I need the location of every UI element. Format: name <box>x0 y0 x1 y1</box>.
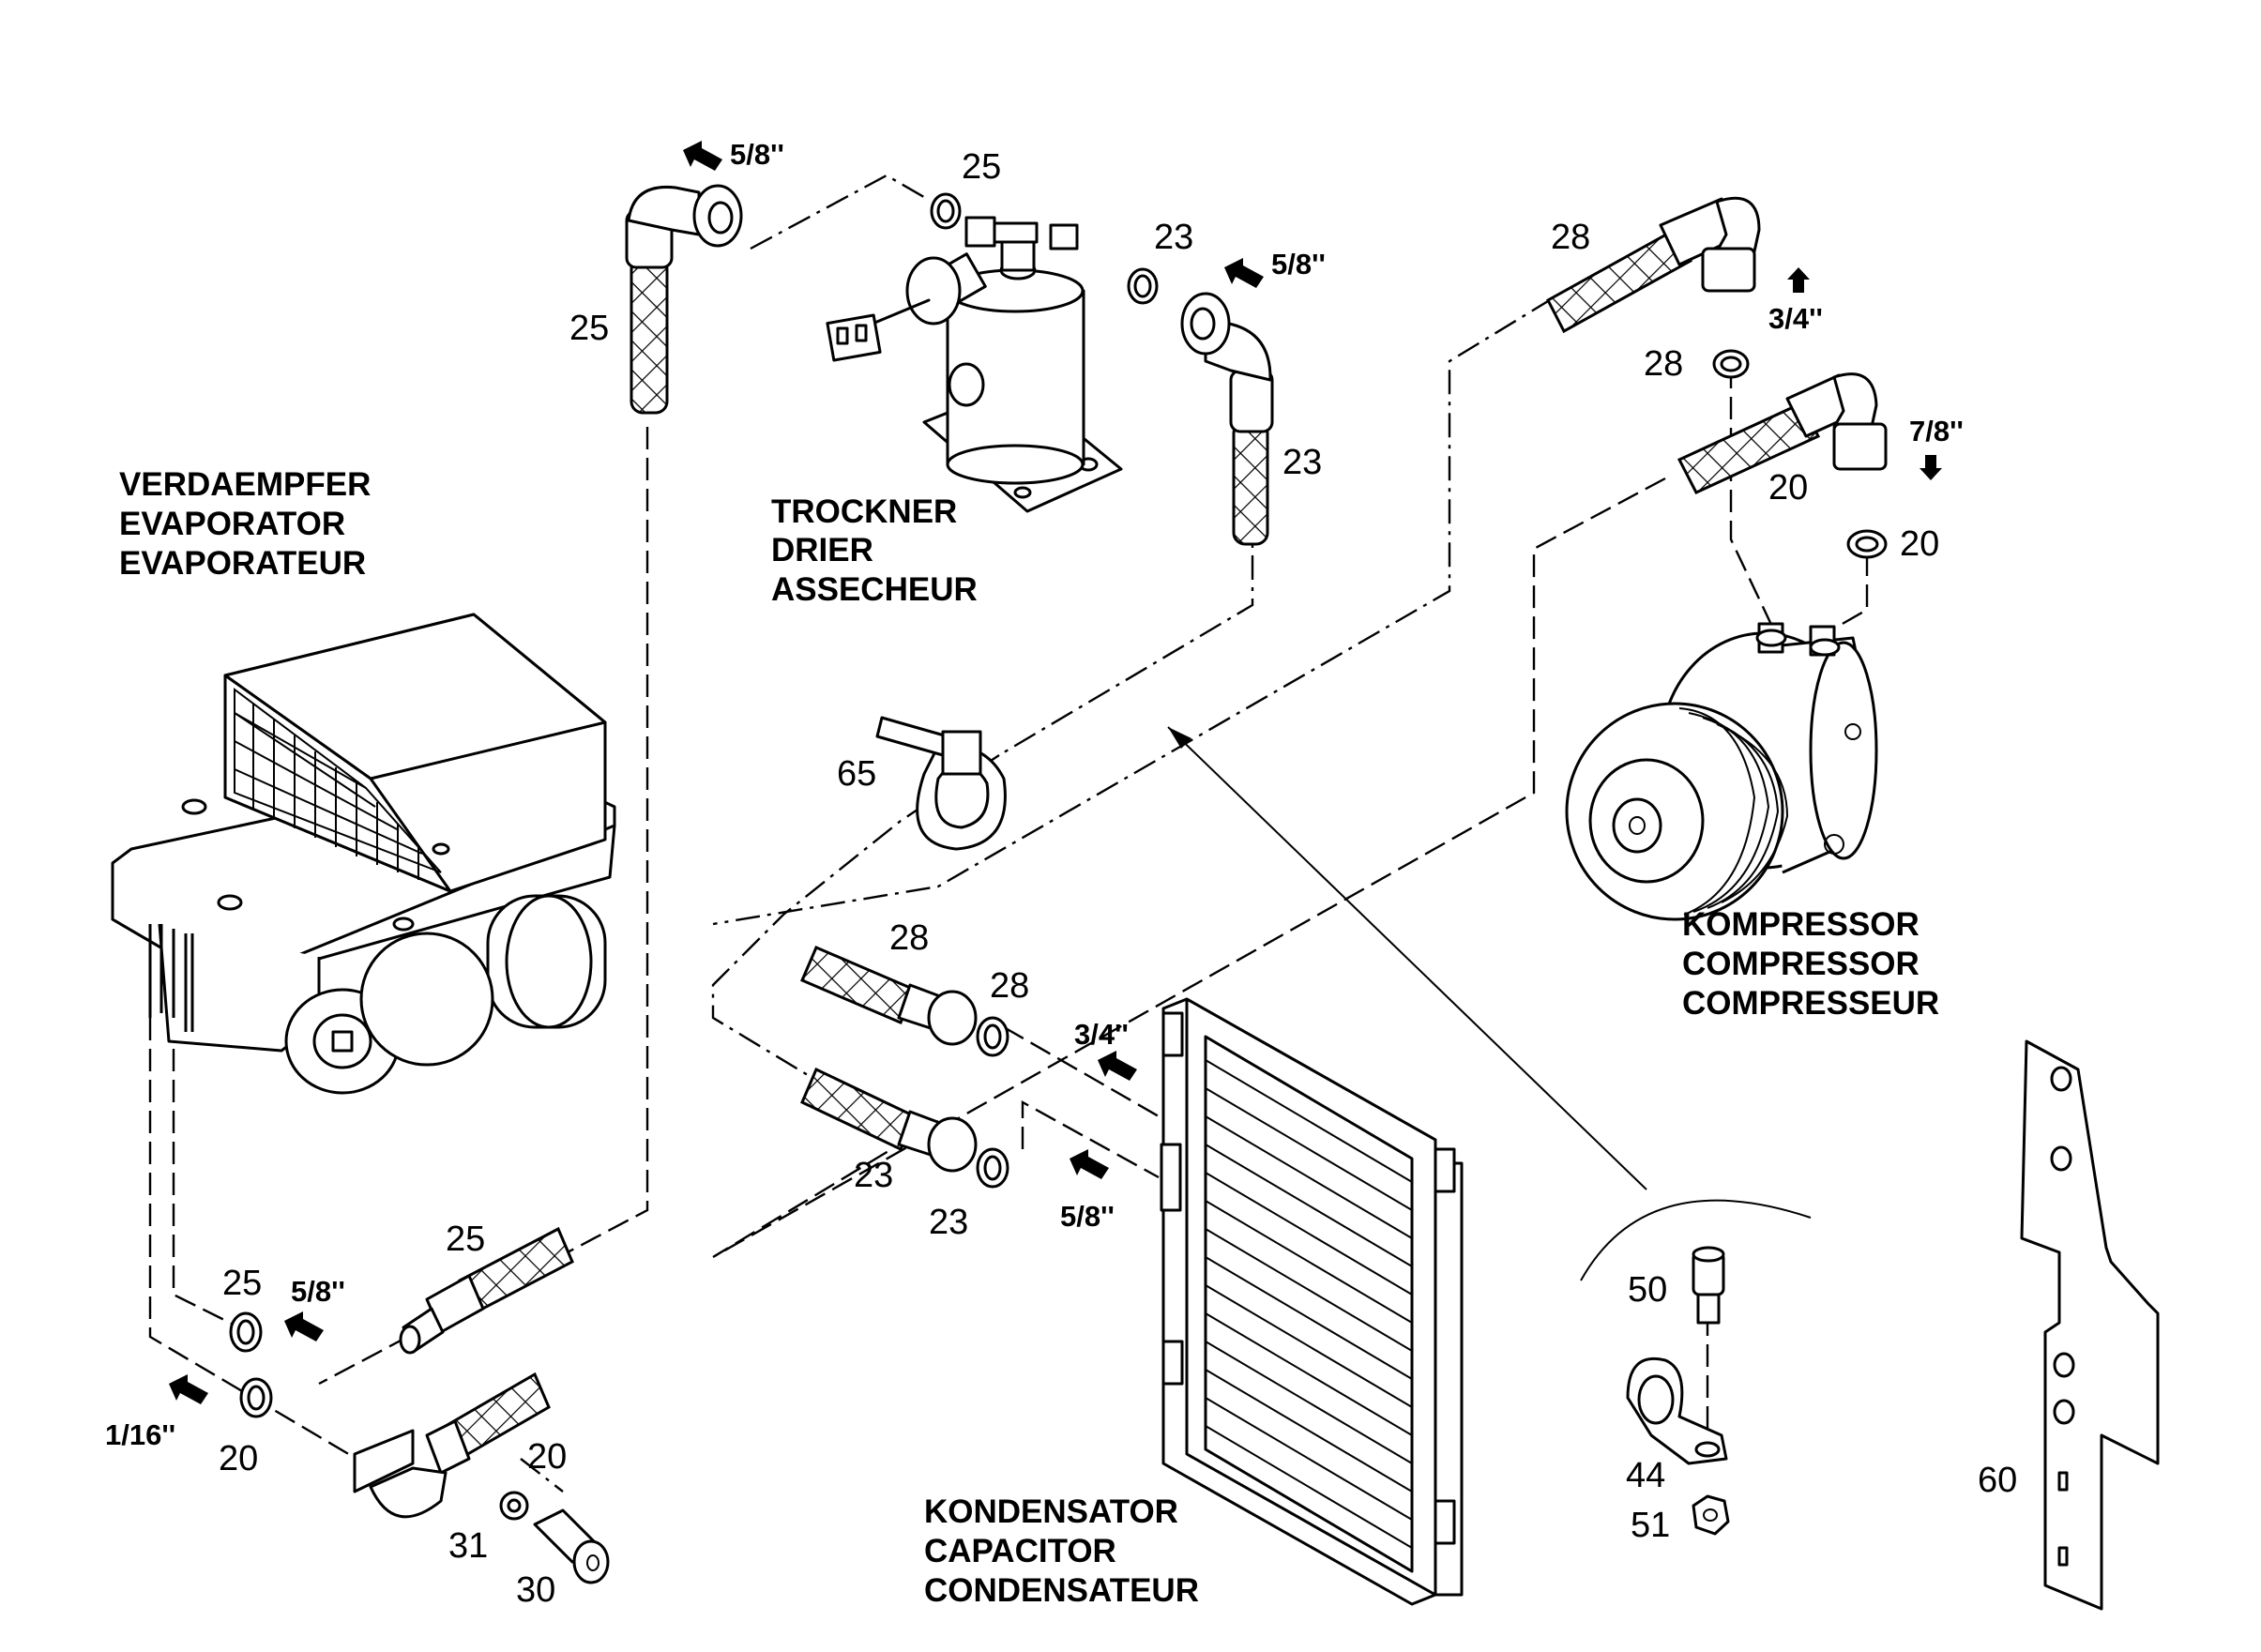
mounting-hardware <box>1626 1246 1730 1536</box>
part-number-label: 28 <box>1551 218 1590 257</box>
compressor-unit <box>1565 622 1878 921</box>
hose-25-top <box>625 184 743 415</box>
fitting-size-label: 7/8'' <box>1909 415 1964 447</box>
part-number-label: 28 <box>1644 344 1683 384</box>
hose-23-top <box>1180 292 1274 546</box>
pointer-arrow <box>1167 726 1812 1281</box>
part-number-label: 25 <box>446 1220 485 1259</box>
compressor-title: KOMPRESSOR COMPRESSOR COMPRESSEUR <box>1682 906 1939 1022</box>
fitting-size-label: 3/4'' <box>1768 302 1823 335</box>
evaporator-title-fr: EVAPORATEUR <box>119 545 366 582</box>
part-number-label: 20 <box>219 1439 258 1478</box>
part-number-label: 28 <box>889 918 929 958</box>
hose-25-bottom <box>399 1226 574 1355</box>
part-number-label: 25 <box>569 309 609 348</box>
part-number-label: 23 <box>929 1203 968 1242</box>
part-number-label: 23 <box>1282 443 1322 482</box>
part-number-label: 28 <box>990 966 1029 1006</box>
arrow-icon <box>1920 455 1942 480</box>
condenser-title-fr: CONDENSATEUR <box>924 1572 1199 1609</box>
condenser-title-en: CAPACITOR <box>924 1533 1116 1569</box>
compressor-title-de: KOMPRESSOR <box>1682 906 1920 943</box>
part-number-label: 20 <box>527 1437 567 1477</box>
fitting-size-label: 3/4'' <box>1074 1018 1129 1051</box>
part-number-label: 30 <box>516 1570 555 1610</box>
fitting-size-label: 1/16'' <box>105 1418 175 1451</box>
part-number-label: 60 <box>1978 1461 2017 1500</box>
fitting-size-labels: 5/8'' 5/8'' 3/4'' 7/8'' 3/4'' 5/8'' 5/8'… <box>105 138 1964 1451</box>
o-rings <box>229 192 1888 1418</box>
part-number-label: 20 <box>1900 524 1939 564</box>
part-number-label: 51 <box>1631 1506 1670 1545</box>
hose-28-mid <box>800 946 978 1046</box>
arrow-icon <box>1224 258 1264 288</box>
bolt-30-and-washer-31 <box>499 1491 610 1584</box>
mounting-plate-60 <box>2020 1039 2160 1611</box>
size-arrows <box>169 141 1942 1404</box>
part-number-label: 20 <box>1768 468 1808 508</box>
condenser-title-de: KONDENSATOR <box>924 1493 1178 1530</box>
fitting-size-label: 5/8'' <box>730 138 784 171</box>
part-number-label: 65 <box>837 754 876 794</box>
part-number-label: 31 <box>448 1526 488 1566</box>
clip-65 <box>875 716 1007 851</box>
arrow-icon <box>683 141 722 171</box>
condenser-unit <box>1160 997 1464 1606</box>
part-numbers: 25 25 23 23 28 28 20 20 65 28 28 23 23 2… <box>219 147 2017 1610</box>
compressor-title-fr: COMPRESSEUR <box>1682 985 1939 1022</box>
drier-title-en: DRIER <box>771 532 873 568</box>
arrow-icon <box>1070 1149 1109 1179</box>
fitting-size-label: 5/8'' <box>1060 1200 1115 1233</box>
arrow-icon <box>169 1374 208 1404</box>
part-number-label: 25 <box>222 1264 262 1303</box>
drier-title-de: TROCKNER <box>771 493 957 530</box>
part-number-label: 44 <box>1626 1456 1665 1495</box>
drier-title-fr: ASSECHEUR <box>771 571 978 608</box>
arrow-icon <box>1787 267 1810 293</box>
hose-20-top <box>1677 372 1888 494</box>
part-number-label: 25 <box>962 147 1001 187</box>
part-number-label: 23 <box>854 1156 893 1195</box>
evaporator-title: VERDAEMPFER EVAPORATOR EVAPORATEUR <box>119 466 371 582</box>
evaporator-title-de: VERDAEMPFER <box>119 466 371 503</box>
fitting-size-label: 5/8'' <box>1271 248 1326 280</box>
hose-20-bottom <box>353 1372 551 1519</box>
evaporator-unit <box>111 613 616 1095</box>
fitting-size-label: 5/8'' <box>291 1275 345 1308</box>
hose-23-mid <box>800 1067 978 1173</box>
arrow-icon <box>1098 1051 1137 1081</box>
condenser-title: KONDENSATOR CAPACITOR CONDENSATEUR <box>924 1493 1199 1609</box>
arrow-icon <box>284 1311 324 1341</box>
evaporator-title-en: EVAPORATOR <box>119 506 345 542</box>
drier-title: TROCKNER DRIER ASSECHEUR <box>771 493 978 608</box>
part-number-label: 23 <box>1154 218 1193 257</box>
part-number-label: 50 <box>1628 1270 1667 1310</box>
compressor-title-en: COMPRESSOR <box>1682 946 1920 982</box>
connection-lines <box>148 174 1869 1493</box>
hose-28-top <box>1546 196 1761 334</box>
drier-unit <box>826 216 1123 513</box>
